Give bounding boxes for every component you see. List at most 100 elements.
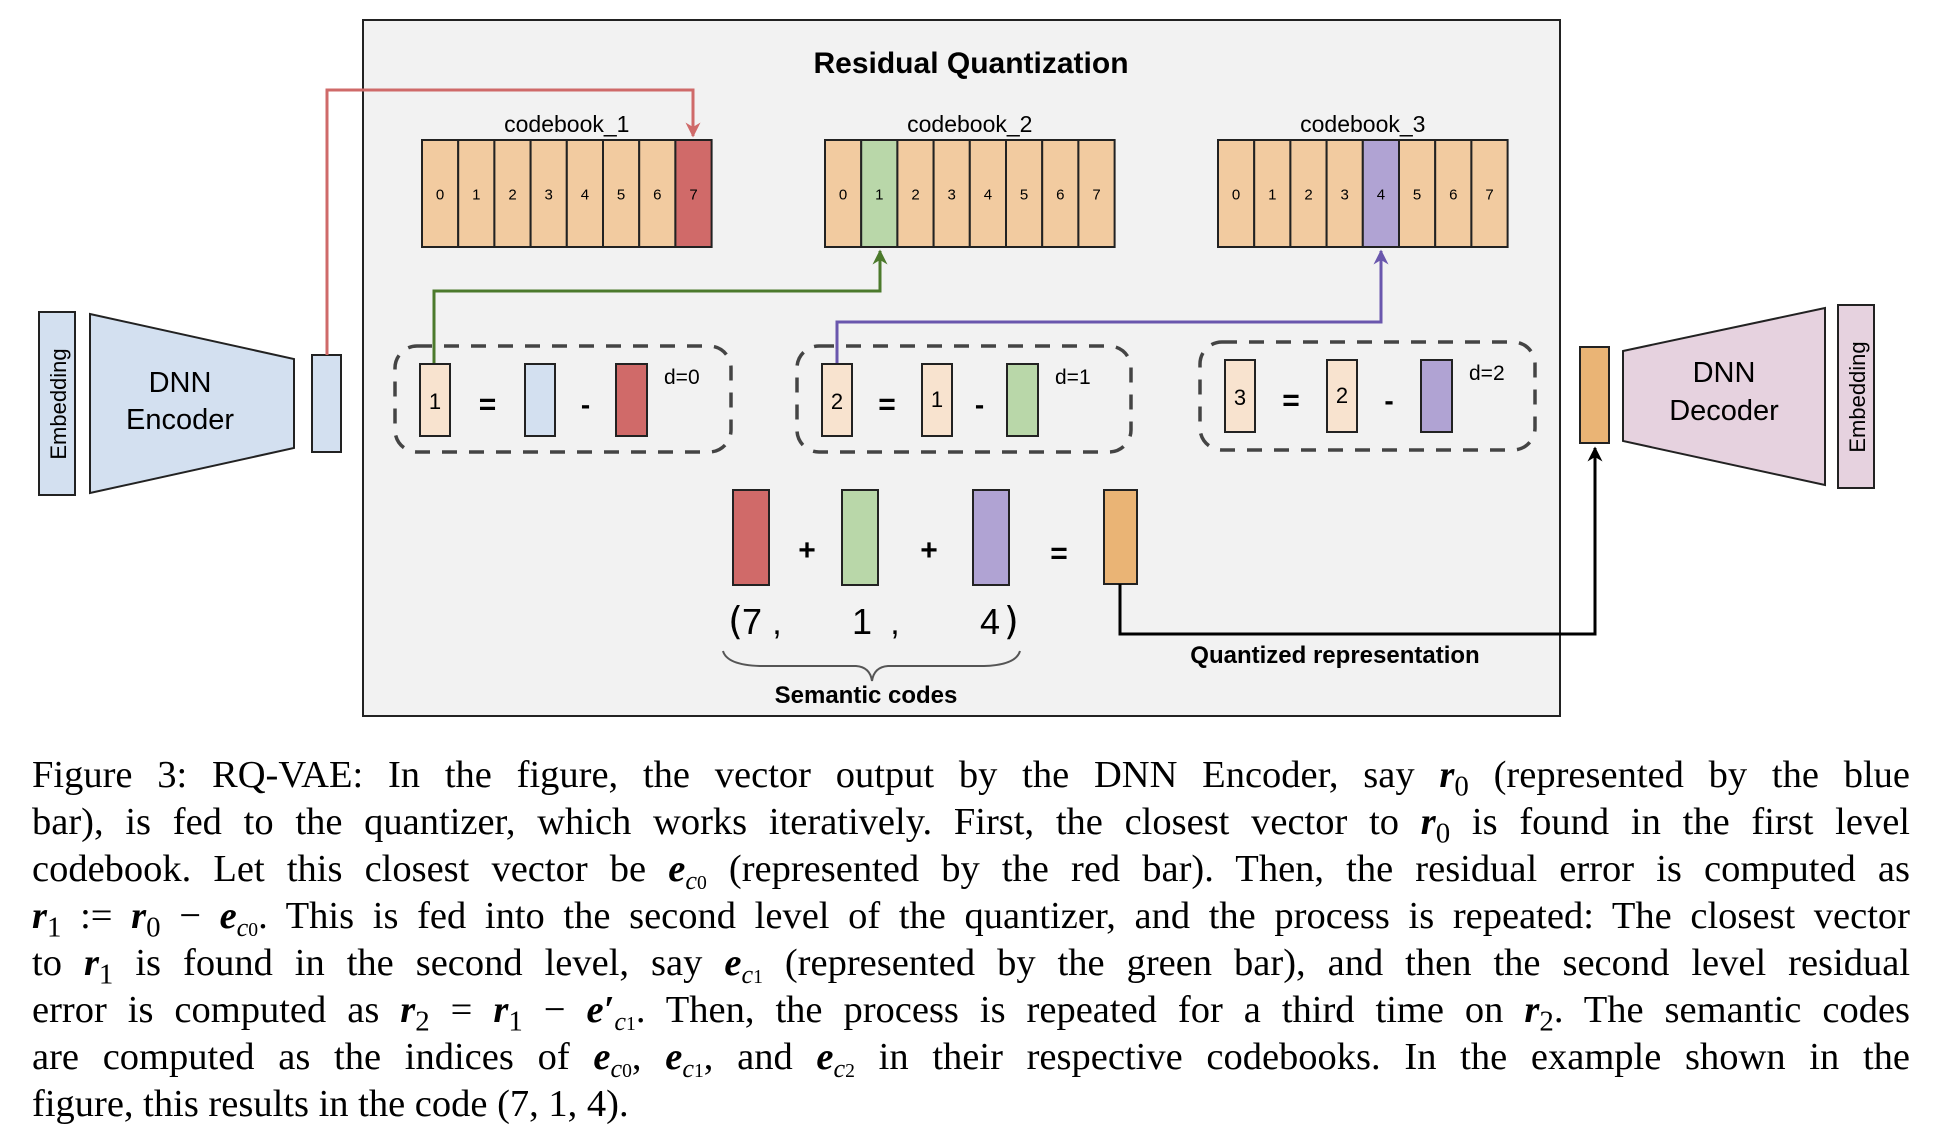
sum-plus-1: + — [798, 534, 816, 567]
depth-label: d=0 — [664, 366, 700, 389]
codebook-cell — [529, 139, 568, 248]
output-embedding-label: Embedding — [1845, 341, 1870, 452]
codebook-cell — [1470, 139, 1509, 248]
dashed-step-box — [393, 344, 733, 454]
caption-line: codebook. Let this closest vector be ec0… — [32, 846, 1910, 895]
math-variable: ec2 — [816, 1036, 855, 1083]
purple-arrow-to-codebook-3 — [835, 249, 1389, 364]
codes-close-paren: ) — [1001, 599, 1024, 643]
residual-quantization-panel — [362, 19, 1561, 717]
minus-sign: - — [975, 389, 984, 420]
code-0: 7 — [742, 601, 762, 642]
codebook-cell-index: 0 — [839, 187, 847, 204]
caption-text: error is computed as — [32, 989, 401, 1031]
caption-text: . Then, the process is repeated for a th… — [635, 989, 1525, 1031]
codebook-cell — [565, 139, 604, 248]
sum-green-vector — [841, 489, 879, 586]
code-1: 1 — [852, 601, 872, 642]
math-variable: e′c1 — [586, 989, 636, 1036]
caption-text: figure, this results in the code — [32, 1083, 498, 1125]
codes-open-paren: ( — [724, 599, 747, 643]
caption-line: are computed as the indices of ec0, ec1,… — [32, 1034, 1910, 1083]
caption-line: to r1 is found in the second level, say … — [32, 940, 1910, 991]
caption-line: r1 := r0 − ec0. This is fed into the sec… — [32, 893, 1910, 944]
caption-text: − — [522, 989, 587, 1031]
residual-input-vector — [1326, 359, 1358, 433]
residual-result-index: 1 — [429, 389, 441, 414]
figure-label: Figure 3: — [32, 754, 213, 796]
panel-title: Residual Quantization — [813, 47, 1128, 80]
caption-text: := — [61, 895, 132, 937]
input-embedding — [38, 311, 76, 496]
dnn-encoder-label-line1: DNN — [149, 367, 212, 399]
rq-vae-diagram: Residual Quantization Embedding DNN Enco… — [38, 19, 1875, 717]
math-variable: ec0 — [668, 848, 707, 895]
sum-red-vector — [732, 489, 770, 586]
caption-text: to — [32, 942, 84, 984]
caption-text: (represented by the red bar). Then, the … — [706, 848, 1910, 890]
residual-input-index: 2 — [1336, 383, 1348, 408]
codebook-cell — [1398, 139, 1437, 248]
codebook-cell-index: 6 — [1056, 187, 1064, 204]
equals-sign: = — [479, 388, 497, 421]
math-variable: r1 — [493, 989, 523, 1038]
codebook-label: codebook_1 — [504, 111, 629, 137]
math-variable: ec0 — [593, 1036, 632, 1083]
residual-result-index: 2 — [831, 389, 843, 414]
math-variable: ec0 — [219, 895, 259, 942]
codebook-cell-index: 7 — [1092, 187, 1100, 204]
encoder-output-vector — [311, 354, 342, 453]
math-variable: ec1 — [665, 1036, 704, 1083]
codebook-cell-index: 3 — [545, 187, 553, 204]
codebook-cell-index: 7 — [689, 187, 697, 204]
codebook-cell-index: 1 — [875, 187, 883, 204]
quantized-arrow-to-decoder — [1118, 446, 1603, 636]
sum-equals: = — [1050, 537, 1068, 570]
caption-line: error is computed as r2 = r1 − e′c1. The… — [32, 987, 1910, 1038]
green-arrow-to-codebook-2 — [432, 249, 888, 364]
residual-steps: 1=-d=02=1-d=13=2-d=2 — [393, 340, 1537, 454]
sum-purple-vector — [972, 489, 1010, 586]
input-embedding-label: Embedding — [46, 348, 71, 459]
caption-text: in their respective codebooks. In the ex… — [854, 1036, 1910, 1078]
codebook-cell — [1077, 139, 1116, 248]
semantic-codes-label: Semantic codes — [775, 682, 958, 709]
codebook-label: codebook_3 — [1300, 111, 1425, 137]
figure-caption: Figure 3: RQ-VAE: In the figure, the vec… — [32, 752, 1910, 1128]
residual-result-vector — [1224, 359, 1256, 433]
caption-line: Figure 3: RQ-VAE: In the figure, the vec… — [32, 752, 1910, 803]
codebook-cell-index: 7 — [1485, 187, 1493, 204]
math-variable: r1 — [32, 895, 62, 944]
minus-sign: - — [581, 389, 590, 420]
codebook-cell — [457, 139, 496, 248]
codebook-cell — [1434, 139, 1473, 248]
codebook-cell — [1253, 139, 1292, 248]
semantic-codes-brace — [722, 650, 1021, 682]
codebook-cell-index: 4 — [984, 187, 992, 204]
residual-result-vector — [821, 363, 853, 437]
dashed-step-box — [1198, 340, 1537, 452]
caption-text: is found in the second level, say — [113, 942, 725, 984]
caption-text: , — [631, 1036, 666, 1078]
codebook-cell — [1217, 139, 1256, 248]
minus-sign: - — [1384, 385, 1393, 416]
caption-text: are computed as the indices of — [32, 1036, 594, 1078]
dnn-decoder — [1622, 306, 1826, 487]
residual-input-vector — [524, 363, 556, 437]
residual-step-0: 1 = - d=0 — [393, 344, 733, 454]
residual-step-2: 3=2-d=2 — [1198, 340, 1537, 452]
depth-label: d=1 — [1055, 366, 1091, 389]
dnn-decoder-label-line1: DNN — [1693, 357, 1756, 389]
codebook-cell-index: 3 — [1341, 187, 1349, 204]
codebook-cell-selected — [674, 139, 713, 248]
quantized-vector — [1103, 489, 1138, 585]
residual-result-index: 3 — [1234, 385, 1246, 410]
codeword-vector — [1420, 359, 1453, 433]
caption-text: (represented by the blue — [1468, 754, 1910, 796]
red-arrow-to-codebook-1 — [325, 88, 701, 355]
codebook-cell-index: 5 — [1413, 187, 1421, 204]
caption-line: bar), is fed to the quantizer, which wor… — [32, 799, 1910, 850]
codebook-cell-index: 4 — [1377, 187, 1385, 204]
